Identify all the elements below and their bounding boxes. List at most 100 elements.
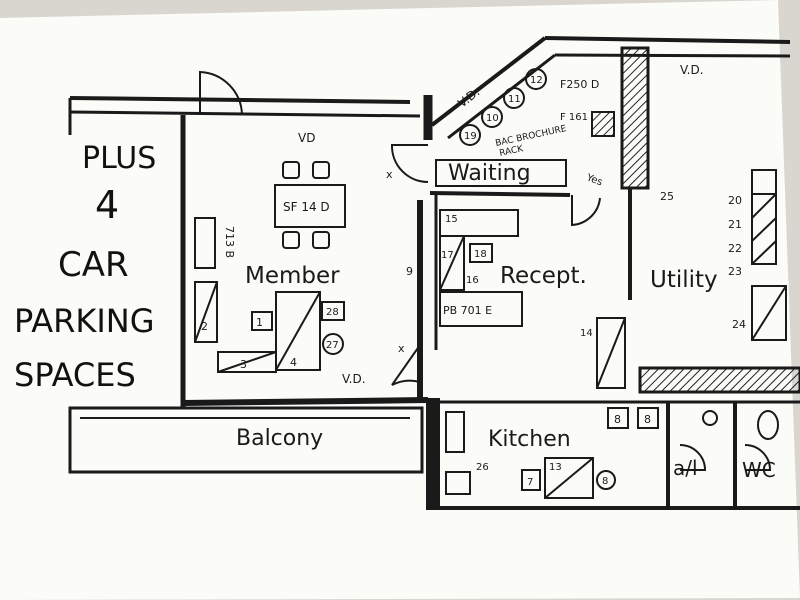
item-3 [217,351,277,373]
chair [282,161,300,179]
note-car: CAR [58,245,129,285]
door-wc [744,444,772,471]
room-utility: Utility [650,267,718,293]
desk-pb701e [439,291,523,327]
door-member [199,70,243,116]
label-vd-member: VD [298,131,315,145]
meeting-table [274,184,346,228]
item-1 [251,311,273,331]
num-9: 9 [406,265,413,278]
walls [68,36,800,510]
num-1: 1 [256,316,263,329]
shelf-24 [751,285,787,341]
num-16: 16 [466,275,479,286]
num-2: 2 [201,320,208,333]
waiting-chair-19 [459,124,481,146]
label-desk: PB 701 E [443,304,492,317]
furniture [194,68,787,499]
wall-top-left-inner [69,110,421,118]
door-waiting [390,144,429,183]
num-15: 15 [445,214,458,225]
num-22: 22 [728,242,742,255]
room-kitchen: Kitchen [488,427,571,452]
waiting-chair-10 [481,106,503,128]
label-cabinet: 713 B [223,226,236,258]
kitchen-sink [445,471,471,495]
chair [312,231,330,249]
room-wc: WC [742,458,776,482]
wall-top-right [544,36,791,44]
chair [312,161,330,179]
num-3: 3 [240,358,247,371]
parking-note: PLUS 4 CAR PARKING SPACES [14,141,156,394]
num-20: 20 [728,194,742,207]
toilet-wc [757,410,779,440]
num-12: 12 [530,75,543,86]
num-18: 18 [474,249,487,260]
kitchen-8b [637,407,659,429]
label-x-upper: x [386,168,393,181]
num-k13: 13 [549,462,562,473]
basin-al [702,410,718,426]
label-vd-right: V.D. [680,63,704,77]
num-11: 11 [508,94,521,105]
doors [199,70,779,471]
desk-4 [275,291,321,371]
note-parking: PARKING [14,302,155,340]
kitchen-fridge [445,411,465,453]
num-k8: 8 [602,476,608,487]
recept-counter-15 [439,209,519,237]
recept-counter-17 [439,235,465,291]
shelf-21-23 [751,193,777,265]
num-17: 17 [441,250,454,261]
num-27: 27 [326,340,339,351]
num-26: 26 [476,462,489,473]
wall-diagonal-outer [430,36,547,127]
wall-kitchen-left [426,398,440,510]
room-al: a/l [673,456,698,480]
recept-item-18 [469,243,493,263]
num-4: 4 [290,356,297,369]
room-member: Member [245,263,340,289]
wall-top-right-inner [554,53,791,58]
label-vd-bottom: V.D. [342,372,366,386]
room-labels: Member Waiting Recept. Utility Balcony K… [236,161,776,482]
wall-waiting-bottom [429,191,571,197]
num-23: 23 [728,265,742,278]
room-waiting: Waiting [448,161,531,186]
num-10: 10 [486,113,499,124]
num-8b: 8 [644,413,651,426]
kitchen-8a [607,407,629,429]
cabinet-713b [194,217,216,269]
label-x-lower: x [398,342,405,355]
item-27 [322,333,344,355]
num-14: 14 [580,328,593,339]
item-numbers: 1 2 3 4 8 8 9 10 11 12 14 15 16 17 18 19… [201,75,746,488]
label-f250: F250 D [560,78,599,91]
waiting-chair-12 [525,68,547,90]
item-2 [194,281,218,343]
item-14 [596,317,626,389]
kitchen-unit-13 [544,457,594,499]
num-19: 19 [464,131,477,142]
room-balcony: Balcony [236,426,323,451]
f161-box [591,111,615,137]
item-28 [321,301,345,321]
wall-utility-column [620,46,650,190]
waiting-chair-11 [503,87,525,109]
kitchen-8c [596,470,616,490]
wall-member-bottom [182,397,429,406]
wall-utility-bottom [638,366,800,394]
num-8a: 8 [614,413,621,426]
door-al [679,444,707,471]
kitchen-7 [521,469,541,491]
num-k7: 7 [527,477,533,488]
label-table: SF 14 D [283,200,330,214]
door-member-lower [391,344,421,386]
waiting-rack [435,159,567,187]
label-f161: F 161 [560,112,588,123]
note-plus: PLUS [82,141,156,176]
num-21: 21 [728,218,742,231]
room-recept: Recept. [500,263,587,289]
